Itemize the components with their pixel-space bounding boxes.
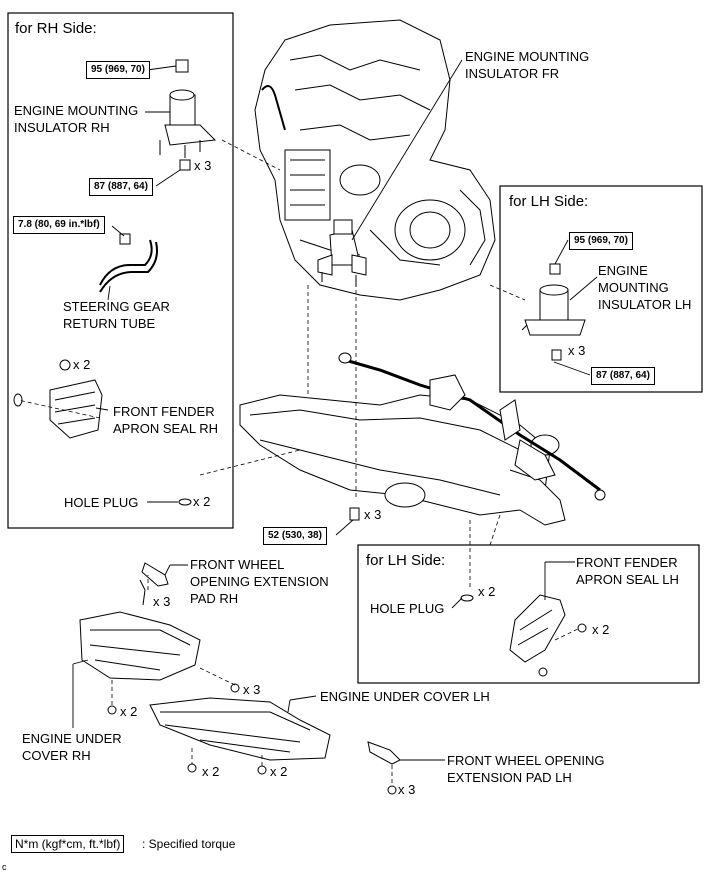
lh-side-mount-header: for LH Side: xyxy=(509,193,589,210)
torque-center-bolt: 52 (530, 38) xyxy=(263,527,327,545)
leader-lines xyxy=(72,59,598,761)
assembly-dashed-lines xyxy=(17,139,581,786)
qty-hole-plug-lh: x 2 xyxy=(478,584,496,599)
qty-lh-mount-bolts: x 3 xyxy=(568,343,586,358)
label-line: APRON SEAL RH xyxy=(113,421,218,436)
front-fender-apron-seal-rh-label: FRONT FENDER APRON SEAL RH xyxy=(113,403,218,437)
torque-rh-mount-bottom: 87 (887, 64) xyxy=(89,178,153,196)
label-line: INSULATOR LH xyxy=(598,297,692,312)
front-fender-apron-seal-lh-label: FRONT FENDER APRON SEAL LH xyxy=(576,554,679,588)
label-line: FRONT FENDER xyxy=(576,555,678,570)
front-suspension-crossmember xyxy=(239,394,566,526)
label-line: ENGINE UNDER xyxy=(22,731,122,746)
qty-apron-seal-rh-clips: x 2 xyxy=(73,357,91,372)
front-wheel-opening-pad-lh-label: FRONT WHEEL OPENING EXTENSION PAD LH xyxy=(447,752,604,786)
label-line: ENGINE MOUNTING xyxy=(14,103,139,118)
qty-under-cover-bottom-mid: x 2 xyxy=(270,764,288,779)
engine-mounting-insulator-rh-shape xyxy=(159,59,217,171)
steering-gear-return-tube-label: STEERING GEAR RETURN TUBE xyxy=(63,298,170,332)
label-line: INSULATOR RH xyxy=(14,120,110,135)
engine-mounting-insulator-lh-label: ENGINE MOUNTING INSULATOR LH xyxy=(598,262,691,313)
label-line: FRONT WHEEL xyxy=(190,557,285,572)
torque-lh-mount-top: 95 (969, 70) xyxy=(569,232,633,250)
engine-mounting-insulator-fr-label: ENGINE MOUNTING INSULATOR FR xyxy=(465,48,589,82)
qty-under-cover-rh-left: x 2 xyxy=(120,704,138,719)
rh-side-header: for RH Side: xyxy=(15,20,97,37)
front-wheel-opening-pad-lh-shape xyxy=(367,741,401,765)
engine-under-cover-lh-shape xyxy=(149,697,331,761)
front-fender-apron-seal-rh-shape xyxy=(13,359,103,439)
qty-hole-plug-rh: x 2 xyxy=(193,494,211,509)
qty-center-bolts: x 3 xyxy=(364,507,382,522)
label-line: EXTENSION PAD LH xyxy=(447,770,572,785)
qty-under-cover-bolts-top: x 3 xyxy=(243,682,261,697)
label-line: FRONT FENDER xyxy=(113,404,215,419)
label-line: RETURN TUBE xyxy=(63,316,156,331)
label-line: ENGINE MOUNTING xyxy=(465,49,590,64)
qty-under-cover-bottom-left: x 2 xyxy=(202,764,220,779)
legend-torque-unit-box: N*m (kgf*cm, ft.*lbf) xyxy=(11,835,125,853)
steering-gear-return-tube-shape xyxy=(99,233,158,293)
lh-side-fender-header: for LH Side: xyxy=(366,552,446,569)
label-line: FRONT WHEEL OPENING xyxy=(447,753,605,768)
legend-torque-description: : Specified torque xyxy=(142,837,236,851)
hole-plug-lh-label: HOLE PLUG xyxy=(370,601,445,616)
label-line: STEERING GEAR xyxy=(63,299,170,314)
engine-mounting-insulator-rh-label: ENGINE MOUNTING INSULATOR RH xyxy=(14,102,138,136)
engine-under-cover-rh-label: ENGINE UNDER COVER RH xyxy=(22,730,122,764)
small-fasteners xyxy=(107,263,587,795)
qty-apron-seal-lh-clips: x 2 xyxy=(592,622,610,637)
torque-lh-mount-bottom: 87 (887, 64) xyxy=(591,367,655,385)
hole-plug-rh-label: HOLE PLUG xyxy=(64,495,139,510)
front-wheel-opening-pad-rh-shape xyxy=(141,562,169,587)
label-line: PAD RH xyxy=(190,591,239,606)
engine-mounting-insulator-fr xyxy=(317,219,367,287)
qty-pad-lh-screws: x 3 xyxy=(398,782,416,797)
label-line: INSULATOR FR xyxy=(465,66,560,81)
steering-gear-assembly xyxy=(338,352,606,501)
engine-assembly xyxy=(254,19,496,301)
lh-side-fender-panel xyxy=(357,544,700,684)
label-line: APRON SEAL LH xyxy=(576,572,679,587)
label-line: OPENING EXTENSION xyxy=(190,574,329,589)
rh-side-panel xyxy=(7,12,234,529)
torque-rh-mount-top: 95 (969, 70) xyxy=(86,61,150,79)
label-line: ENGINE xyxy=(598,263,648,278)
engine-mounting-insulator-lh-shape xyxy=(521,284,586,336)
label-line: MOUNTING xyxy=(598,280,669,295)
corner-mark: c xyxy=(2,862,7,872)
engine-under-cover-rh-shape xyxy=(79,611,201,681)
qty-pad-rh-screws: x 3 xyxy=(153,594,171,609)
front-wheel-opening-pad-rh-label: FRONT WHEEL OPENING EXTENSION PAD RH xyxy=(190,556,329,607)
qty-rh-mount-bolts: x 3 xyxy=(194,158,212,173)
front-fender-apron-seal-lh-shape xyxy=(509,594,566,663)
label-line: COVER RH xyxy=(22,748,91,763)
torque-steering-tube: 7.8 (80, 69 in.*lbf) xyxy=(13,216,105,234)
engine-under-cover-lh-label: ENGINE UNDER COVER LH xyxy=(320,689,490,704)
